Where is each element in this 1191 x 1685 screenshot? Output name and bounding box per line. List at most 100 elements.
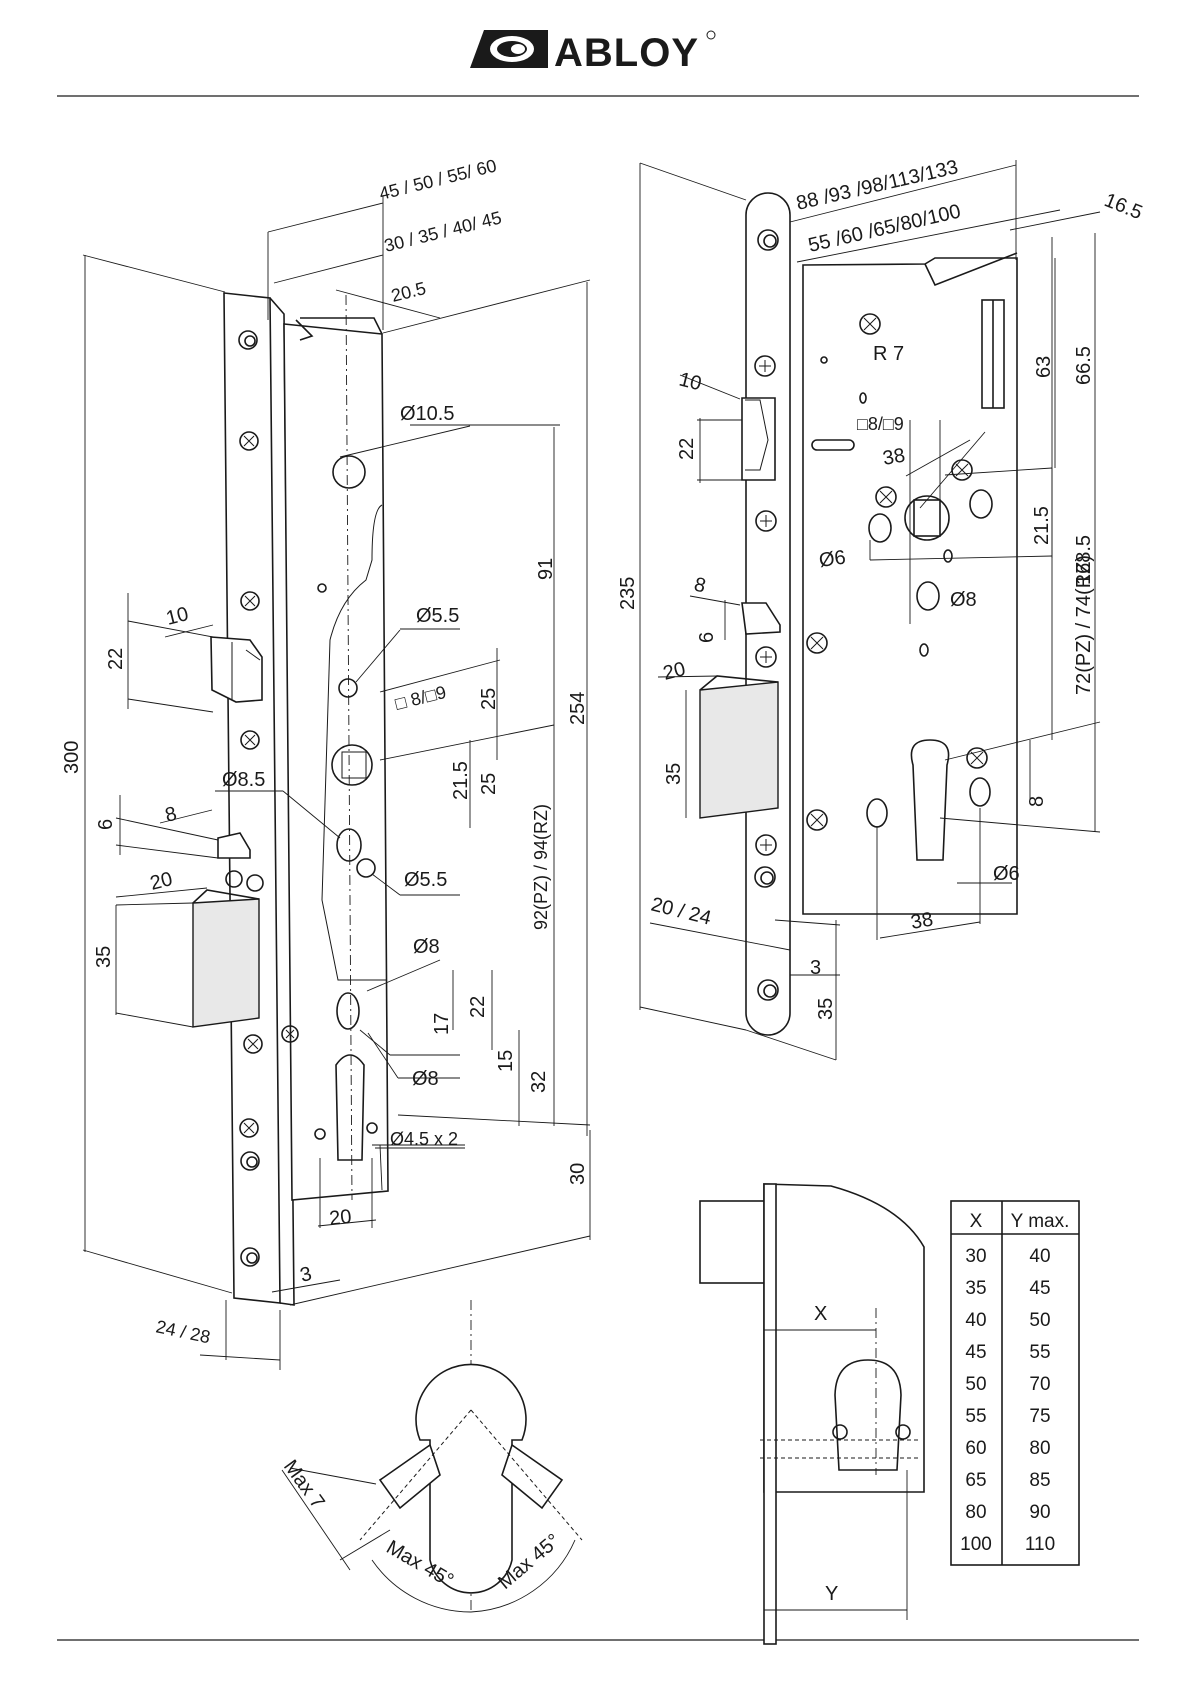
xy-table: X Y max. 30 40 35 45 40 50 45 55 50 70 55 75 60 80 65 85 8…	[950, 1200, 1080, 1566]
dim-168-5: 168.5	[1073, 535, 1095, 585]
table-cell: 40	[965, 1310, 986, 1331]
dim-21-5-r: 21.5	[1031, 506, 1053, 545]
table-cell: 35	[965, 1278, 986, 1299]
dim-66-5: 66.5	[1073, 346, 1095, 385]
dim-dead-20: 20	[148, 868, 175, 895]
dim-32: 32	[528, 1071, 550, 1093]
dim-17: 17	[431, 1013, 453, 1035]
dim-235: 235	[617, 577, 639, 610]
label-max-7: Max 7	[279, 1456, 329, 1513]
cylinder-rotation-view	[281, 1300, 583, 1613]
table-cell: 55	[1029, 1342, 1050, 1363]
dim-38-b: 38	[909, 908, 935, 934]
dim-hole-6-b: Ø6	[993, 863, 1020, 885]
table-cell: 85	[1029, 1470, 1050, 1491]
right-dimensions	[639, 160, 1101, 1061]
dim-bolt-8-r: 8	[692, 574, 708, 598]
dim-width-55: 55 /60 /65/80/100	[806, 200, 963, 256]
dim-hole-8-b: Ø8	[412, 1068, 439, 1090]
side-section-view: X Y	[699, 1183, 925, 1645]
dim-20-b: 20	[328, 1206, 352, 1230]
dim-hole-8-5: Ø8.5	[222, 769, 265, 791]
table-cell: 80	[965, 1502, 986, 1523]
left-deadbolt	[192, 898, 260, 1028]
table-cell: 80	[1029, 1438, 1050, 1459]
right-deadbolt	[699, 681, 779, 819]
dim-dead-35: 35	[93, 946, 115, 968]
right-antithrust-bolt	[741, 602, 781, 635]
table-cell: 45	[965, 1342, 986, 1363]
table-cell: 90	[1029, 1502, 1050, 1523]
dim-hole-8-a: Ø8	[413, 936, 440, 958]
table-cell: 55	[965, 1406, 986, 1427]
table-cell: 60	[965, 1438, 986, 1459]
dim-16-5: 16.5	[1101, 189, 1145, 224]
dim-hole-8-r: Ø8	[950, 589, 977, 611]
dim-bolt-6-r: 6	[696, 632, 718, 643]
dim-25-a: 25	[478, 688, 500, 710]
left-latch	[210, 636, 263, 703]
dim-21-5: 21.5	[450, 761, 472, 800]
dim-3: 3	[298, 1263, 314, 1287]
dim-300: 300	[61, 741, 83, 774]
label-x: X	[814, 1303, 827, 1325]
label-y: Y	[825, 1583, 838, 1605]
dim-hole-4-5: Ø4.5 x 2	[390, 1129, 458, 1149]
faceplate-screw-icon	[238, 330, 263, 1267]
dim-bolt-8: 8	[163, 803, 179, 827]
dim-24-28: 24 / 28	[154, 1316, 212, 1347]
dim-hole-10-5: Ø10.5	[400, 403, 454, 425]
left-lock-view	[82, 195, 591, 1370]
table-cell: 50	[965, 1374, 986, 1395]
table-cell: 65	[965, 1470, 986, 1491]
left-lock-case	[283, 323, 389, 1201]
dim-8-r: 8	[1026, 796, 1048, 807]
table-cell: 40	[1029, 1246, 1050, 1267]
dim-square-spindle-r: □8/□9	[857, 414, 904, 434]
table-cell: 50	[1029, 1310, 1050, 1331]
table-cell: 30	[965, 1246, 986, 1267]
table-cell: 45	[1029, 1278, 1050, 1299]
right-lock-view: R 7	[639, 160, 1101, 1061]
dim-25-b: 25	[478, 773, 500, 795]
dim-38-a: 38	[881, 444, 907, 470]
left-dimensions	[82, 195, 591, 1370]
faceplate-screw-icon	[754, 355, 777, 888]
dim-hole-6-a: Ø6	[818, 546, 847, 572]
dim-3-r: 3	[810, 957, 821, 979]
table-cell: 75	[1029, 1406, 1050, 1427]
table-cell: 100	[960, 1534, 992, 1555]
dim-15: 15	[495, 1050, 517, 1072]
brand-name: ABLOY	[554, 31, 699, 75]
dim-hole-5-5-a: Ø5.5	[416, 605, 459, 627]
dim-30: 30	[567, 1163, 589, 1185]
table-header-x: X	[970, 1211, 983, 1232]
table-cell: 70	[1029, 1374, 1050, 1395]
dim-hole-5-5-b: Ø5.5	[404, 869, 447, 891]
dim-254: 254	[567, 692, 589, 725]
dim-20-5: 20.5	[389, 278, 428, 306]
dim-92-94: 92(PZ) / 94(RZ)	[531, 804, 551, 930]
dim-63: 63	[1033, 356, 1055, 378]
dim-latch-10: 10	[164, 603, 191, 630]
dim-latch-22: 22	[105, 648, 127, 670]
dim-width-b: 30 / 35 / 40/ 45	[382, 207, 503, 255]
dim-22-b: 22	[467, 996, 489, 1018]
dim-72-74: 72(PZ) / 74(RZ)	[1073, 555, 1095, 695]
dim-dead-20-r: 20	[661, 658, 688, 685]
left-antithrust-bolt	[217, 832, 251, 859]
dim-latch-22-r: 22	[676, 438, 698, 460]
table-header-y: Y max.	[1011, 1211, 1070, 1232]
dim-dead-35-r: 35	[663, 763, 685, 785]
dim-35-r: 35	[815, 998, 837, 1020]
dim-latch-10-r: 10	[677, 369, 704, 396]
dim-91: 91	[535, 558, 557, 580]
abloy-logo: ABLOY	[470, 30, 716, 75]
dim-bolt-6: 6	[95, 819, 117, 830]
key-emblem-icon	[470, 30, 548, 68]
dim-r7: R 7	[873, 343, 904, 365]
right-latch	[741, 397, 776, 481]
dim-width-a: 45 / 50 / 55/ 60	[377, 155, 498, 203]
table-cell: 110	[1025, 1534, 1055, 1555]
